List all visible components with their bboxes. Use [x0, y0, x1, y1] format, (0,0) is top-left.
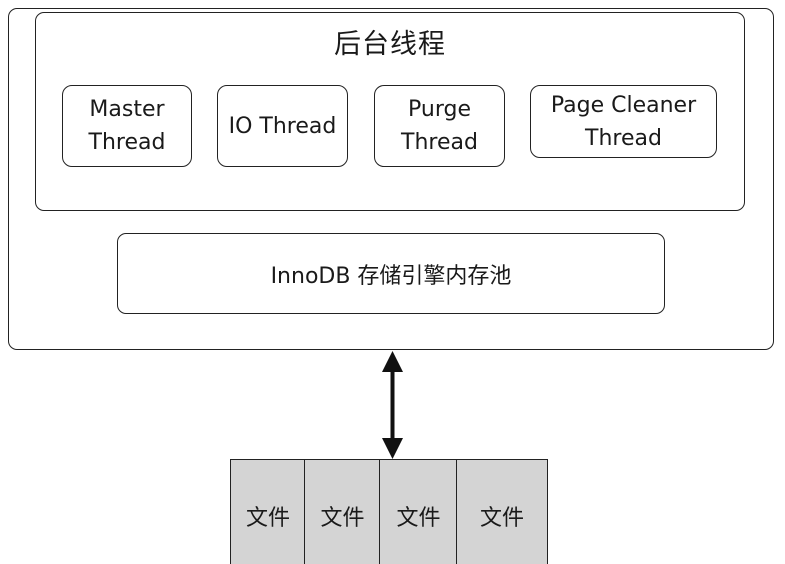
file-block: 文件	[230, 459, 306, 564]
master-thread-box: Master Thread	[62, 85, 192, 167]
file-block: 文件	[456, 459, 548, 564]
file-block: 文件	[304, 459, 381, 564]
io-thread-box: IO Thread	[217, 85, 348, 167]
purge-thread-box: Purge Thread	[374, 85, 505, 167]
file-block: 文件	[379, 459, 458, 564]
page-cleaner-thread-box: Page Cleaner Thread	[530, 85, 717, 158]
background-threads-title: 后台线程	[334, 29, 446, 60]
bidirectional-arrow-icon	[382, 351, 403, 459]
buffer-pool-box: InnoDB 存储引擎内存池	[117, 233, 665, 314]
buffer-pool-label: InnoDB 存储引擎内存池	[270, 263, 512, 289]
